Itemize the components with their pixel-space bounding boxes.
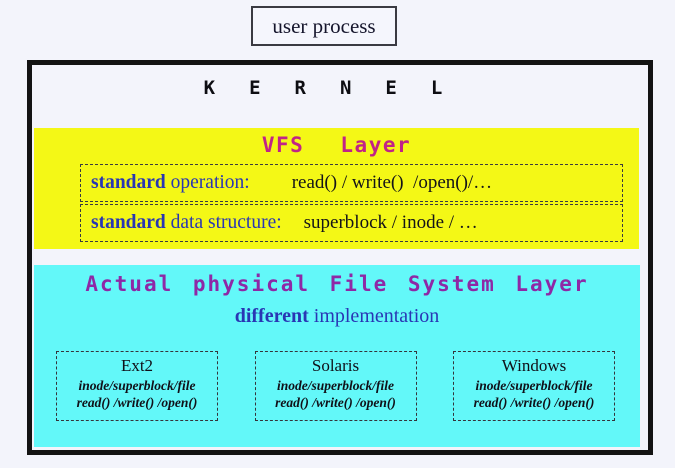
standard-operation-label: standard operation: [81,172,250,194]
different-term: different [234,305,309,327]
fs-box-title: Windows [501,356,567,375]
operation-value: read() / write() /open()/… [291,172,493,193]
fs-box-operations: read() /write() /open() [473,395,595,410]
fs-box-structures: inode/superblock/file [475,378,593,393]
physical-fs-layer-section: Actual physical File System Layer differ… [34,265,640,447]
fs-box-structures: inode/superblock/file [277,378,394,393]
windows-box: Windows inode/superblock/file read() /wr… [453,351,615,421]
user-process-label: user process [272,13,376,38]
different-implementation-subtitle: different implementation [34,305,640,328]
standard-data-structure-row: standard data structure: superblock / in… [80,204,623,242]
vfs-layer-section: VFS Layer standard operation: read() / w… [34,128,639,249]
fs-box-title: Solaris [311,356,360,375]
standard-data-structure-label: standard data structure: [81,212,282,234]
standard-term: standard [91,172,166,193]
kernel-title: KERNEL [203,77,477,99]
kernel-box: KERNEL VFS Layer standard operation: rea… [27,60,653,455]
fs-implementation-boxes: Ext2 inode/superblock/file read() /write… [34,351,640,421]
physical-fs-layer-title: Actual physical File System Layer [85,272,589,296]
fs-box-operations: read() /write() /open() [275,395,396,410]
implementation-label: implementation [308,305,440,327]
data-structure-label: data structure: [165,212,282,233]
fs-box-structures: inode/superblock/file [78,378,196,393]
standard-term: standard [91,212,166,233]
operation-label: operation: [165,172,250,193]
standard-operation-row: standard operation: read() / write() /op… [80,164,623,202]
data-structure-value: superblock / inode / … [303,212,478,233]
fs-box-title: Ext2 [120,356,154,375]
fs-box-operations: read() /write() /open() [76,395,198,410]
solaris-box: Solaris inode/superblock/file read() /wr… [254,351,417,421]
user-process-box: user process [251,6,397,46]
vfs-layer-title: VFS Layer [261,133,412,157]
ext2-box: Ext2 inode/superblock/file read() /write… [56,351,218,421]
